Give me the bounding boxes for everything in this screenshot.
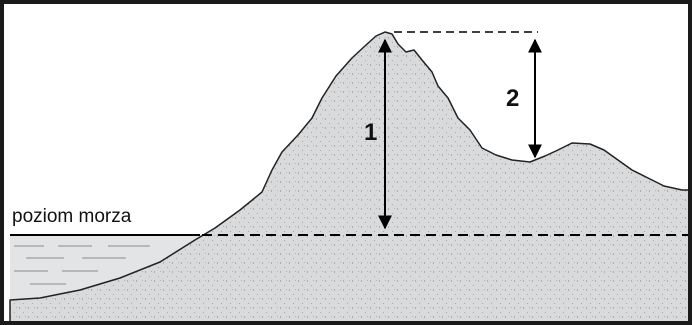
water-wave-lines	[14, 245, 150, 285]
marker-1-label: 1	[364, 119, 377, 146]
marker-2-label: 2	[506, 85, 519, 112]
mountain-terrain	[9, 31, 692, 325]
sea-level-label: poziom morza	[12, 206, 132, 227]
